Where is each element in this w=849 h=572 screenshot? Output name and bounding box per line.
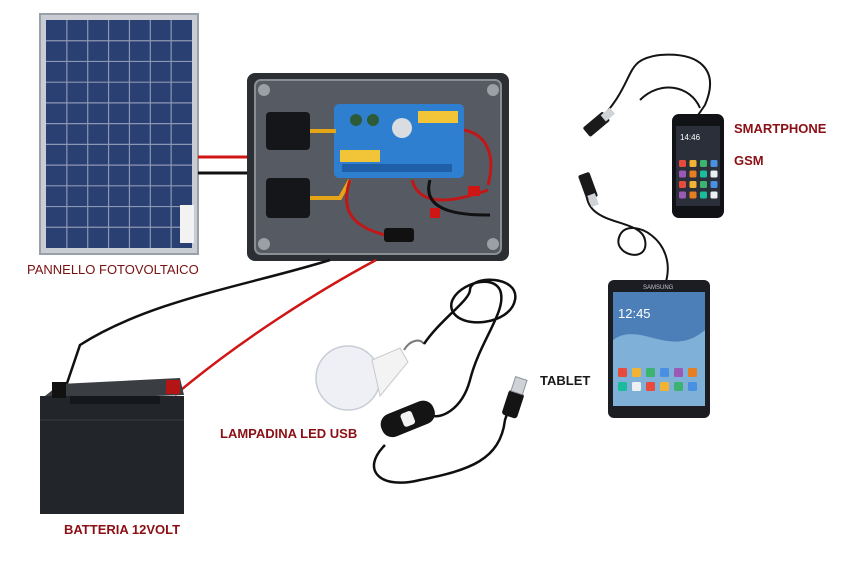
app-icon: [679, 160, 686, 167]
charge-controller-box: [247, 73, 509, 261]
tablet-cable: [585, 179, 669, 286]
app-icon: [689, 191, 697, 199]
bulb-cable: [422, 278, 517, 418]
app-icon: [710, 170, 718, 178]
solar-panel-label: PANNELLO FOTOVOLTAICO: [27, 262, 199, 277]
app-icon: [646, 382, 655, 391]
app-icon: [618, 382, 627, 391]
battery-positive-wire: [174, 258, 377, 396]
app-icon: [632, 382, 641, 391]
gsm-label: GSM: [734, 153, 764, 168]
app-icon: [710, 181, 718, 188]
app-icon: [710, 191, 718, 199]
app-icon: [660, 368, 669, 377]
usb-socket-top: [266, 112, 310, 150]
battery: [40, 378, 184, 514]
app-icon: [700, 191, 707, 199]
usb-led-bulb: [315, 278, 528, 484]
app-icon: [689, 160, 697, 167]
app-icon: [689, 170, 697, 178]
tablet-time: 12:45: [618, 306, 651, 321]
smartphone: [583, 53, 724, 218]
app-icon: [700, 160, 707, 167]
app-icon: [674, 382, 683, 391]
smartphone-time: 14:46: [680, 133, 701, 142]
app-icon: [689, 181, 697, 188]
app-icon: [660, 382, 669, 391]
tablet-brand: SAMSUNG: [643, 285, 674, 291]
led-bulb-label: LAMPADINA LED USB: [220, 426, 358, 441]
app-icon: [688, 382, 697, 391]
bulb-globe: [315, 345, 381, 411]
app-icon: [679, 191, 686, 199]
tablet: [578, 172, 710, 418]
app-icon: [700, 170, 707, 178]
app-icon: [688, 368, 697, 377]
app-icon: [632, 368, 641, 377]
app-icon: [679, 181, 686, 188]
smartphone-label: SMARTPHONE: [734, 121, 827, 136]
app-icon: [679, 170, 686, 178]
tablet-app-icons: [618, 368, 697, 391]
usb-socket-bottom: [266, 178, 310, 218]
phone-app-icons: [679, 160, 718, 199]
battery-label: BATTERIA 12VOLT: [64, 522, 181, 537]
app-icon: [618, 368, 627, 377]
tablet-label: TABLET: [540, 373, 591, 388]
inline-switch: [380, 400, 435, 438]
app-icon: [674, 368, 683, 377]
solar-panel: [39, 13, 199, 255]
panel-barcode-sticker: [180, 205, 194, 243]
panel-cell-grid: [46, 20, 192, 248]
battery-negative-terminal: [52, 382, 66, 398]
usb-plug: [502, 376, 528, 419]
app-icon: [646, 368, 655, 377]
app-icon: [700, 181, 707, 188]
battery-positive-terminal: [166, 380, 180, 394]
battery-negative-wire: [60, 258, 331, 399]
app-icon: [710, 160, 718, 167]
